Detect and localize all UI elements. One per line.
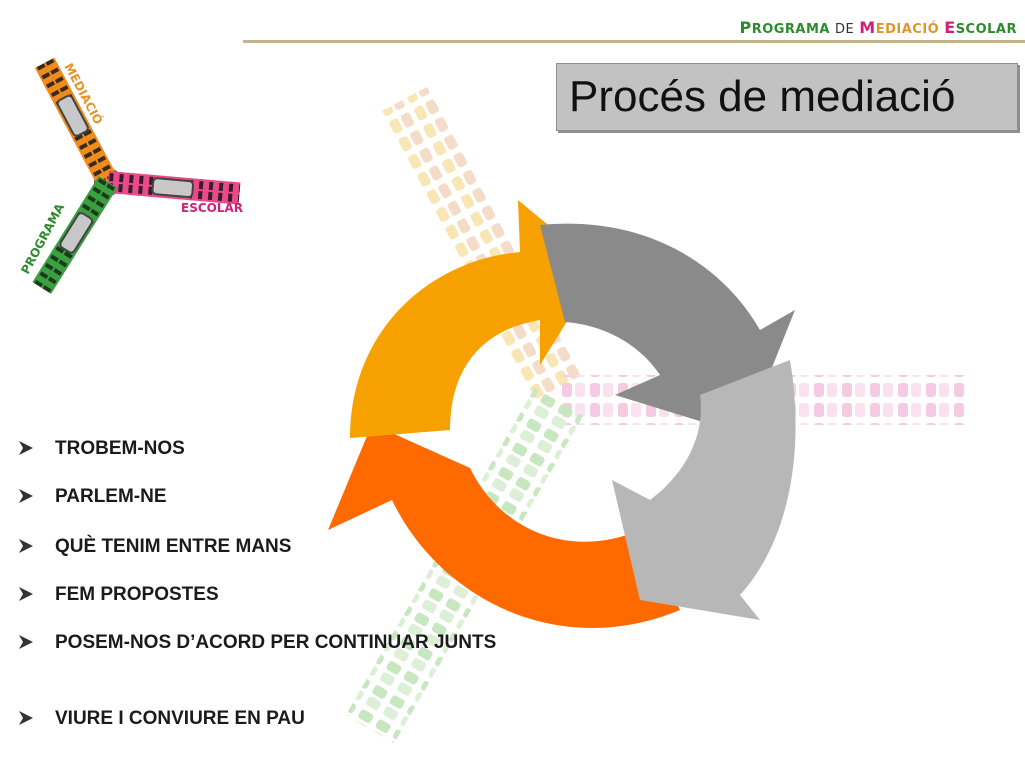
brand-mediacio-rest: EDIACIÓ [875, 22, 940, 37]
step-label: PARLEM-NE [55, 486, 167, 507]
brand-de: DE [835, 22, 855, 37]
cycle-arrow-dark-gray [540, 223, 795, 435]
bullet-arrow-icon [19, 587, 33, 601]
step-label: QUÈ TENIM ENTRE MANS [55, 536, 292, 557]
cycle-arrow-dark-orange [328, 424, 680, 628]
bullet-arrow-icon [19, 489, 33, 503]
logo-label-escolar: ESCOLAR [181, 201, 243, 215]
bullet-arrow-icon [19, 539, 33, 553]
bullet-arrow-icon [19, 711, 33, 725]
brand-mediacio-initial: M [859, 18, 876, 37]
step-label: POSEM-NOS D’ACORD PER CONTINUAR JUNTS [55, 632, 497, 653]
cycle-arrow-light-gray [612, 360, 796, 620]
bullet-arrow-icon [19, 441, 33, 455]
brand-escolar-rest: SCOLAR [955, 22, 1017, 37]
bullet-arrow-icon [19, 635, 33, 649]
mediation-program-logo: MEDIACIÓ ESCOLAR PROGRAMA [18, 57, 243, 294]
cycle-arrow-orange [350, 200, 600, 438]
brand-program-rest: ROGRAMA [751, 22, 830, 37]
program-brand-header: PROGRAMA DE MEDIACIÓ ESCOLAR [739, 18, 1017, 37]
slide-title-box: Procés de mediació [556, 63, 1018, 131]
cycle-arrows [328, 200, 796, 628]
brand-program-initial: P [739, 18, 752, 37]
step-label: VIURE I CONVIURE EN PAU [55, 708, 305, 729]
step-label: FEM PROPOSTES [55, 584, 219, 605]
brand-escolar-initial: E [944, 18, 956, 37]
step-label: TROBEM-NOS [55, 438, 185, 459]
header-divider [243, 40, 1025, 43]
slide-title: Procés de mediació [569, 72, 956, 121]
